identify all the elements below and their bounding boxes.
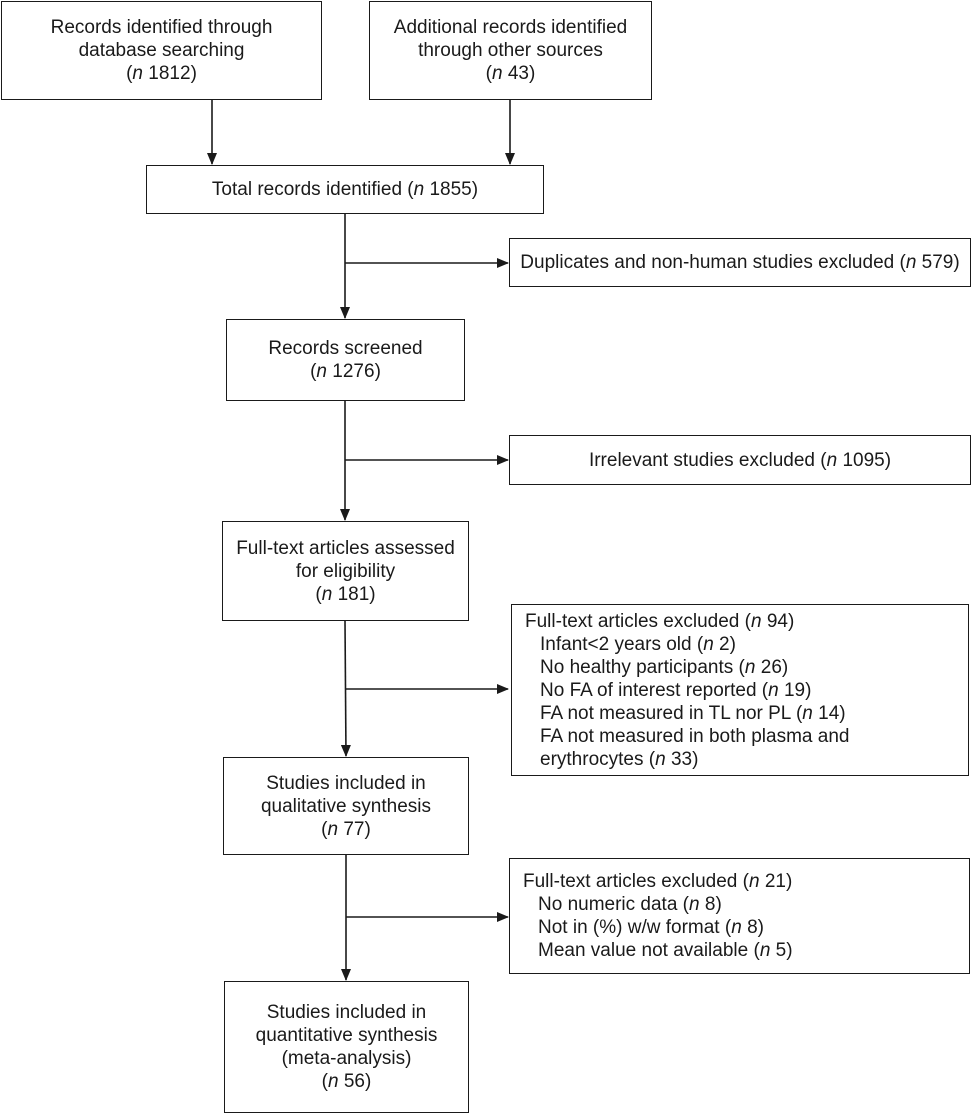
box-line: Studies included in	[266, 772, 426, 794]
box-line: for eligibility	[295, 560, 396, 582]
exclusion-item: Infant<2 years old (n 2)	[540, 633, 736, 655]
count-line: Total records identified (n 1855)	[211, 179, 479, 200]
exclusion-item: No numeric data (n 8)	[538, 894, 722, 915]
box-fulltext-assessed: Full-text articles assessed for eligibil…	[222, 521, 469, 621]
count-line: Irrelevant studies excluded (n 1095)	[588, 449, 892, 471]
exclusion-header: Full-text articles excluded (n 21)	[523, 871, 793, 892]
box-fulltext-excluded-1: Full-text articles excluded (n 94) Infan…	[511, 604, 969, 776]
box-line: quantitative synthesis	[255, 1025, 438, 1046]
exclusion-item: No healthy participants (n 26)	[540, 656, 789, 678]
box-line: Additional records identified	[393, 17, 628, 38]
count-line: (n 56)	[321, 1071, 372, 1092]
exclusion-item: FA not measured in both plasma and	[540, 725, 850, 747]
box-fulltext-excluded-2: Full-text articles excluded (n 21) No nu…	[509, 858, 970, 974]
count-line: (n 1276)	[310, 361, 381, 382]
box-quantitative-synthesis: Studies included in quantitative synthes…	[224, 981, 469, 1113]
box-line: database searching	[78, 40, 245, 61]
box-irrelevant-excluded: Irrelevant studies excluded (n 1095)	[509, 435, 971, 485]
exclusion-header: Full-text articles excluded (n 94)	[525, 610, 795, 632]
box-database-records: Records identified through database sear…	[1, 1, 322, 100]
box-line: Full-text articles assessed	[236, 537, 455, 559]
exclusion-item: FA not measured in TL nor PL (n 14)	[540, 702, 846, 724]
count-line: (n 1812)	[126, 63, 197, 84]
box-line: Records screened	[268, 338, 423, 359]
exclusion-item: Not in (%) w/w format (n 8)	[538, 917, 764, 938]
count-line: (n 43)	[485, 63, 536, 84]
arrow-fulltext-to-qualitative	[340, 620, 351, 757]
box-line: qualitative synthesis	[260, 795, 432, 817]
box-line: Studies included in	[266, 1002, 427, 1023]
box-qualitative-synthesis: Studies included in qualitative synthesi…	[223, 757, 469, 855]
box-other-sources: Additional records identified through ot…	[369, 1, 652, 100]
exclusion-item-cont: erythrocytes (n 33)	[540, 748, 699, 770]
box-records-screened: Records screened (n 1276)	[226, 319, 465, 401]
box-line: (meta-analysis)	[281, 1048, 412, 1069]
box-line: through other sources	[418, 40, 603, 61]
box-line: Records identified through	[50, 17, 273, 38]
box-duplicates-excluded: Duplicates and non-human studies exclude…	[509, 238, 971, 287]
count-line: Duplicates and non-human studies exclude…	[520, 252, 960, 273]
exclusion-item: Mean value not available (n 5)	[538, 940, 793, 961]
count-line: (n 77)	[321, 818, 371, 840]
box-total-records: Total records identified (n 1855)	[146, 165, 544, 214]
count-line: (n 181)	[315, 583, 376, 605]
exclusion-item: No FA of interest reported (n 19)	[540, 679, 812, 701]
